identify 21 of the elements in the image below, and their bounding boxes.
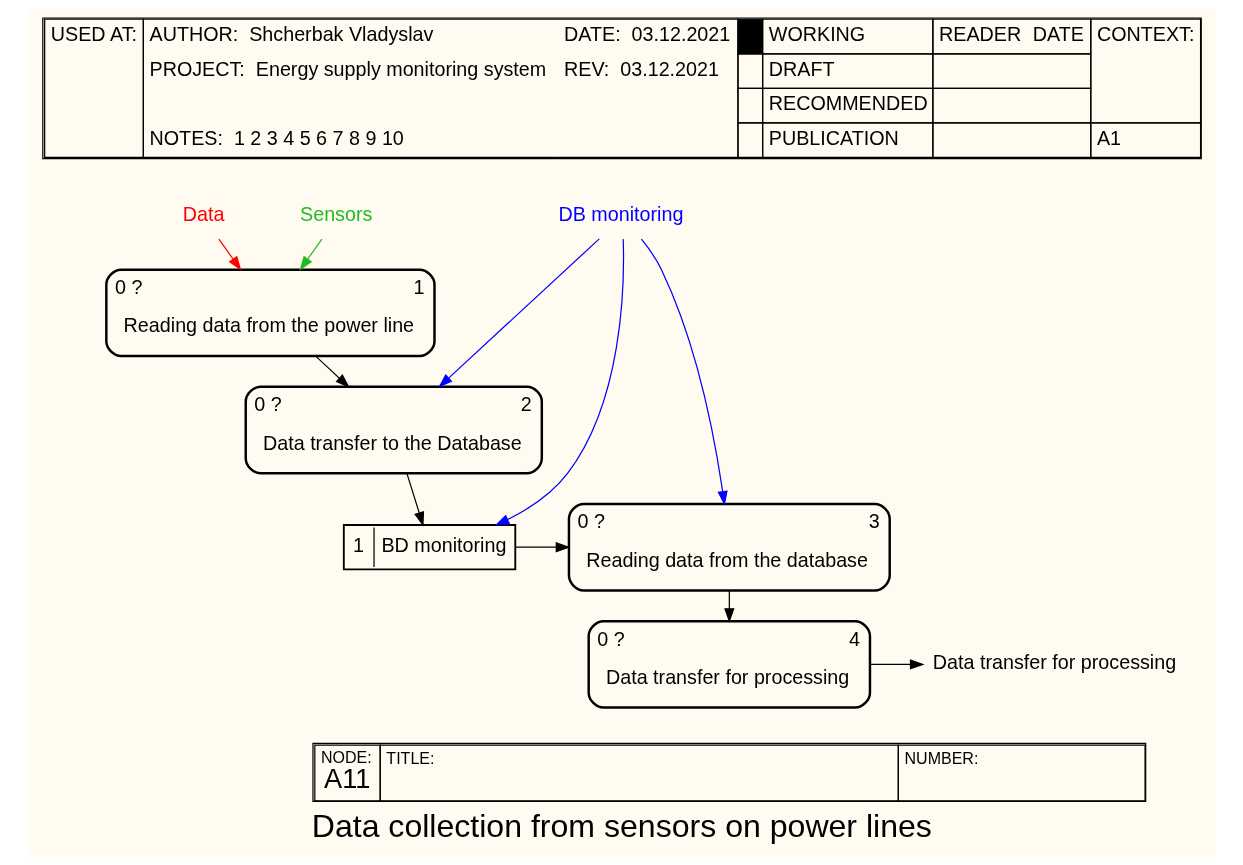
label: DRAFT [768,57,835,80]
label: A1 [1096,126,1121,149]
label: PROJECT: Energy supply monitoring system [149,57,546,80]
diagram-title: Data collection from sensors on power lines [311,807,932,844]
label: WORKING [768,23,865,46]
label: DATE: 03.12.2021 [563,23,730,46]
label: USED AT: [50,23,137,46]
label: DATE [1032,23,1084,46]
label: NUMBER: [904,749,978,768]
label: RECOMMENDED [768,92,928,115]
node-text: DB monitoring [557,203,683,226]
label: READER [938,23,1021,46]
label: NOTES: 1 2 3 4 5 6 7 8 9 10 [149,126,404,149]
label: REV: 03.12.2021 [563,57,719,80]
label: CONTEXT: [1096,23,1194,46]
node-text: Data [182,203,224,226]
label: AUTHOR: Shcherbak Vladyslav [149,23,433,46]
node-text: Data transfer for processing [932,651,1176,674]
label: TITLE: [385,749,434,768]
node-text: Sensors [299,203,372,226]
label: PUBLICATION [768,126,899,149]
